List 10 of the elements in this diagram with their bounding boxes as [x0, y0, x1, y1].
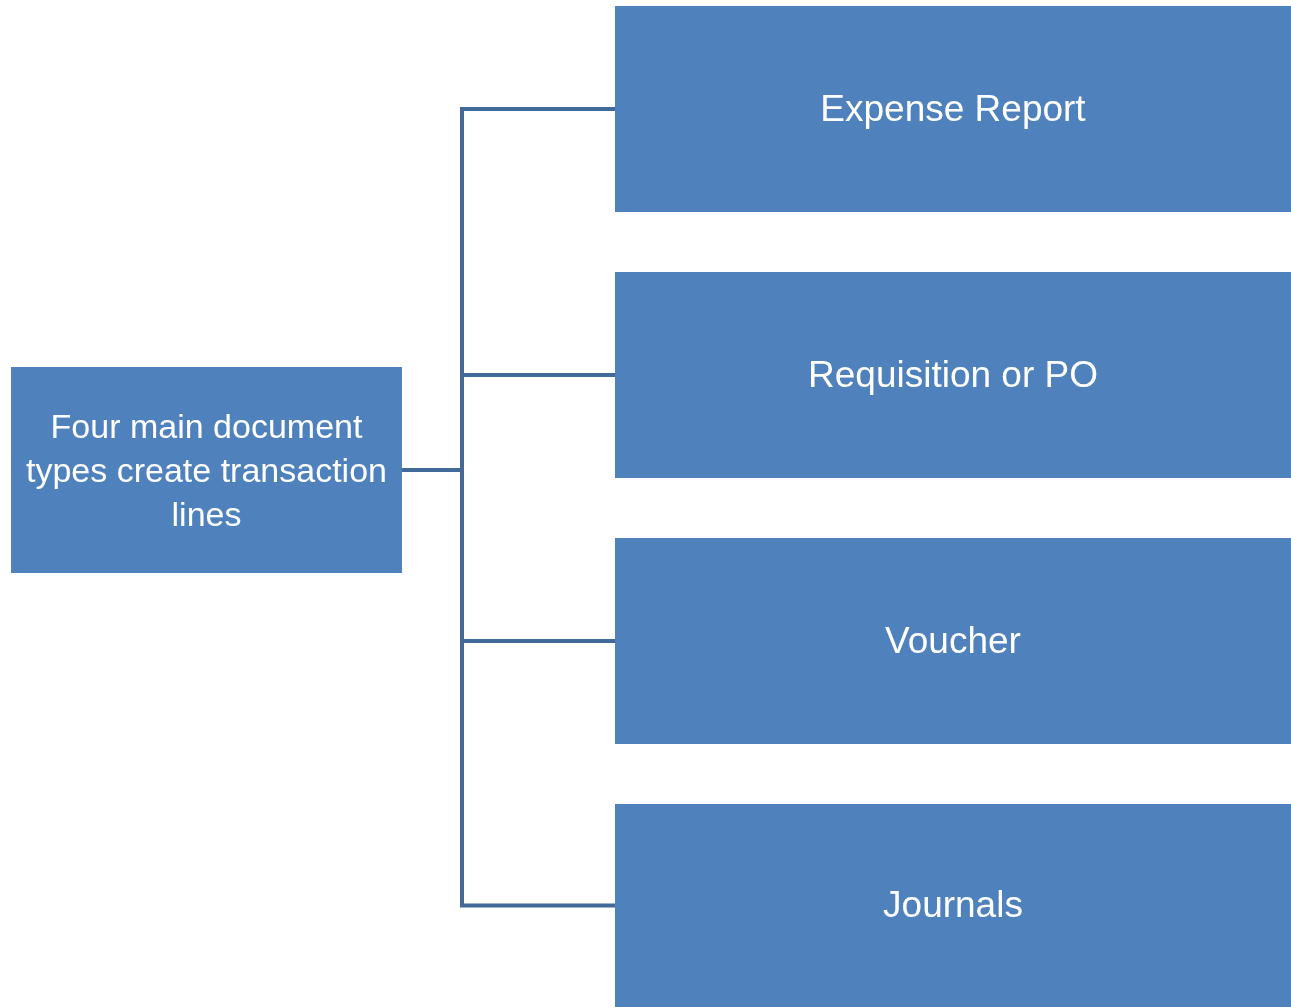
box-label: Voucher [885, 618, 1021, 663]
box-label: Journals [883, 883, 1023, 928]
process-box [615, 538, 1291, 744]
process-box [11, 367, 402, 573]
process-box [615, 272, 1291, 478]
box-label: Four main document types create transaction lines [25, 405, 388, 536]
box-label: Expense Report [820, 86, 1086, 131]
process-box [615, 6, 1291, 212]
box-label: Requisition or PO [808, 352, 1098, 397]
process-box [615, 804, 1291, 1007]
